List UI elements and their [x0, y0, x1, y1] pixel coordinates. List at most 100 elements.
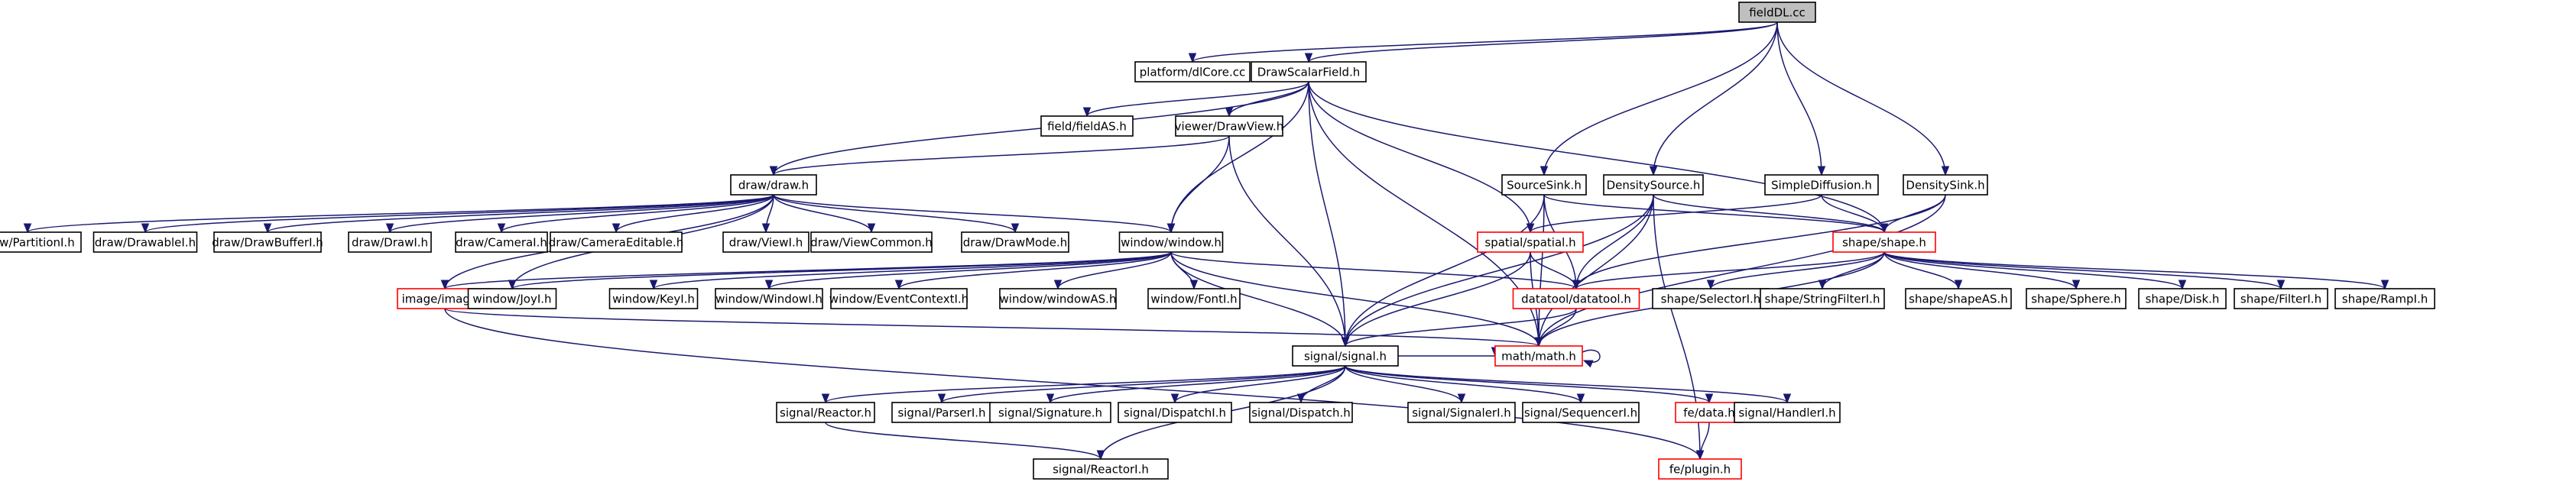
node-label: window/JoyI.h	[472, 293, 551, 306]
node-viewcommon[interactable]: draw/ViewCommon.h	[810, 231, 933, 253]
edge-root-to-sourcesink	[1539, 21, 1778, 176]
node-label: shape/StringFilterI.h	[1765, 293, 1880, 306]
node-drawscalar[interactable]: DrawScalarField.h	[1251, 61, 1367, 82]
node-label: DrawScalarField.h	[1257, 66, 1361, 79]
edge-draw-to-partitioni	[23, 194, 774, 234]
node-label: fe/plugin.h	[1669, 463, 1731, 477]
edge-draw-to-window	[773, 194, 1176, 234]
node-eventcontexti[interactable]: window/EventContextI.h	[829, 288, 968, 309]
edge-draw-to-camerai	[497, 194, 774, 234]
node-cameraeditable[interactable]: draw/CameraEditable.h	[549, 231, 684, 253]
node-box	[891, 402, 992, 423]
node-box	[1118, 231, 1224, 253]
node-partitioni[interactable]: draw/PartitionI.h	[0, 231, 82, 253]
node-box	[1760, 288, 1885, 309]
node-shape[interactable]: shape/shape.h	[1832, 231, 1936, 253]
node-signal[interactable]: signal/signal.h	[1292, 345, 1399, 367]
node-keyi[interactable]: window/KeyI.h	[608, 288, 699, 309]
node-datatool[interactable]: datatool/datatool.h	[1512, 288, 1640, 309]
node-label: draw/DrawBufferI.h	[212, 236, 323, 250]
node-drawview[interactable]: viewer/DrawView.h	[1175, 115, 1284, 137]
edge-signal-to-sequenceri	[1345, 365, 1585, 404]
edge-window-to-joyi	[508, 251, 1172, 290]
node-label: math/math.h	[1501, 350, 1576, 364]
node-label: shape/shapeAS.h	[1909, 293, 2008, 306]
node-box	[1734, 402, 1841, 423]
node-fonti[interactable]: window/FontI.h	[1147, 288, 1241, 309]
node-box	[348, 231, 432, 253]
node-platform_dlcore[interactable]: platform/dlCore.cc	[1134, 61, 1251, 82]
node-joyi[interactable]: window/JoyI.h	[467, 288, 557, 309]
edge-datatool-to-signal	[1341, 308, 1577, 348]
node-box	[2334, 288, 2435, 309]
node-label: signal/SignalerI.h	[1412, 406, 1511, 420]
node-plugin[interactable]: fe/plugin.h	[1658, 458, 1742, 480]
edge-signal-to-math	[1398, 347, 1500, 357]
node-parseri[interactable]: signal/ParserI.h	[891, 402, 992, 423]
edge-root-to-densitysink	[1776, 21, 1950, 176]
node-box	[467, 288, 557, 309]
edge-draw-to-drawablei	[141, 194, 774, 234]
node-fieldas[interactable]: field/fieldAS.h	[1040, 115, 1134, 137]
node-box	[2234, 288, 2328, 309]
node-label: platform/dlCore.cc	[1140, 66, 1245, 79]
node-label: draw/ViewCommon.h	[810, 236, 933, 250]
node-sequenceri[interactable]: signal/SequencerI.h	[1522, 402, 1640, 423]
edge-window-to-windowas	[1053, 251, 1172, 290]
node-label: shape/shape.h	[1842, 236, 1926, 250]
node-box	[1292, 345, 1399, 367]
node-dispatchi[interactable]: signal/DispatchI.h	[1118, 402, 1232, 423]
node-drawmode[interactable]: draw/DrawMode.h	[961, 231, 1069, 253]
node-disk[interactable]: shape/Disk.h	[2138, 288, 2227, 309]
node-drawablei[interactable]: draw/DrawableI.h	[92, 231, 198, 253]
node-viewi[interactable]: draw/ViewI.h	[722, 231, 809, 253]
node-windowi[interactable]: window/WindowI.h	[715, 288, 823, 309]
node-simplediff[interactable]: SimpleDiffusion.h	[1764, 174, 1879, 196]
node-shapeas[interactable]: shape/shapeAS.h	[1905, 288, 2012, 309]
node-signature[interactable]: signal/Signature.h	[989, 402, 1111, 423]
node-reactori[interactable]: signal/ReactorI.h	[1033, 458, 1169, 480]
node-sphere[interactable]: shape/Sphere.h	[2026, 288, 2127, 309]
edge-drawview-to-signal	[1228, 135, 1350, 348]
node-box	[1658, 458, 1742, 480]
node-stringfilteri[interactable]: shape/StringFilterI.h	[1760, 288, 1885, 309]
node-box	[1118, 402, 1232, 423]
node-box	[1903, 174, 1988, 196]
node-selectori[interactable]: shape/SelectorI.h	[1652, 288, 1770, 309]
node-box	[0, 231, 82, 253]
node-label: signal/ReactorI.h	[1053, 463, 1149, 477]
node-box	[1251, 61, 1367, 82]
node-handleri[interactable]: signal/HandlerI.h	[1734, 402, 1841, 423]
edge-signal-to-fedata	[1345, 365, 1714, 404]
node-camerai[interactable]: draw/CameraI.h	[455, 231, 548, 253]
node-dispatch[interactable]: signal/Dispatch.h	[1249, 402, 1353, 423]
node-filteri[interactable]: shape/FilterI.h	[2234, 288, 2328, 309]
node-rampi[interactable]: shape/RampI.h	[2334, 288, 2435, 309]
node-box	[1175, 115, 1283, 137]
node-box	[1040, 115, 1134, 137]
node-box	[608, 288, 699, 309]
node-root[interactable]: fieldDL.cc	[1738, 2, 1816, 23]
node-densitysink[interactable]: DensitySink.h	[1903, 174, 1988, 196]
node-label: DensitySink.h	[1906, 179, 1984, 192]
node-drawbufferi[interactable]: draw/DrawBufferI.h	[212, 231, 323, 253]
node-drawi[interactable]: draw/DrawI.h	[348, 231, 432, 253]
node-draw[interactable]: draw/draw.h	[730, 174, 817, 196]
node-fedata[interactable]: fe/data.h	[1675, 402, 1744, 423]
node-label: fe/data.h	[1683, 406, 1735, 420]
node-window[interactable]: window/window.h	[1118, 231, 1224, 253]
node-box	[830, 288, 968, 309]
node-signaleri[interactable]: signal/SignalerI.h	[1407, 402, 1516, 423]
node-windowas[interactable]: window/windowAS.h	[999, 288, 1117, 309]
node-densitysource[interactable]: DensitySource.h	[1603, 174, 1704, 196]
node-sourcesink[interactable]: SourceSink.h	[1501, 174, 1587, 196]
node-label: draw/CameraI.h	[456, 236, 547, 250]
edge-signal-to-handleri	[1345, 365, 1792, 404]
node-label: draw/CameraEditable.h	[549, 236, 684, 250]
node-label: shape/Sphere.h	[2031, 293, 2120, 306]
node-spatial[interactable]: spatial/spatial.h	[1477, 231, 1584, 253]
node-math[interactable]: math/math.h	[1494, 345, 1583, 367]
edge-signal-to-signaleri	[1345, 365, 1466, 404]
node-reactor[interactable]: signal/Reactor.h	[776, 402, 875, 423]
node-box	[1905, 288, 2012, 309]
